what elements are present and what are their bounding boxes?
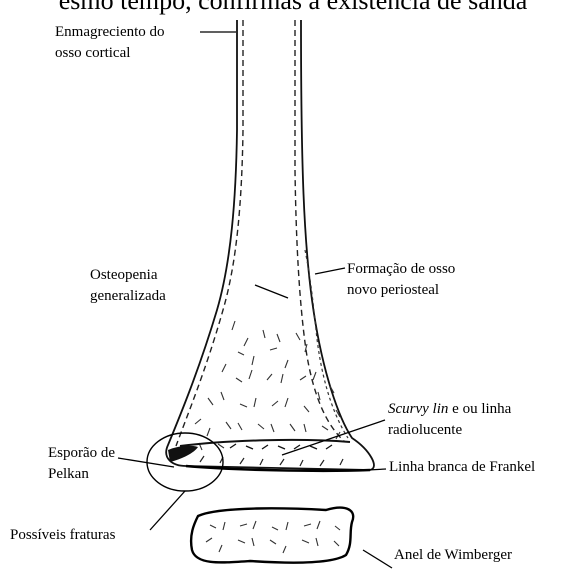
label-periosteal: Formação de osso novo periosteal — [347, 259, 455, 301]
leader-pelkan — [118, 458, 174, 467]
label-wimberger-ring: Anel de Wimberger — [394, 545, 512, 566]
leader-osteopenia — [255, 285, 288, 298]
leader-scurvy — [282, 420, 385, 455]
periosteal-layer — [305, 250, 348, 438]
leader-wimberger — [363, 550, 392, 568]
label-possible-fractures: Possíveis fraturas — [10, 525, 115, 546]
femur-outline — [166, 20, 374, 470]
label-cortical-thinning: Enmagreciento do osso cortical — [55, 22, 165, 64]
frankel-ticks — [200, 456, 343, 466]
label-osteopenia: Osteopenia generalizada — [90, 265, 166, 307]
leader-periosteal — [315, 268, 345, 274]
fractures-ellipse — [147, 433, 223, 491]
scurvy-line-band — [180, 440, 350, 449]
label-scurvy-line: Scurvy lin e ou linha radiolucente — [388, 399, 511, 441]
leader-fractures — [150, 491, 185, 530]
label-pelkan-spur: Esporão de Pelkan — [48, 443, 115, 485]
pelkan-spur — [168, 446, 198, 462]
cortex-dashes — [176, 20, 345, 446]
epiphysis-ring — [191, 508, 353, 563]
epiphysis-hatching — [206, 521, 340, 553]
label-frankel-line: Linha branca de Frankel — [389, 457, 535, 478]
